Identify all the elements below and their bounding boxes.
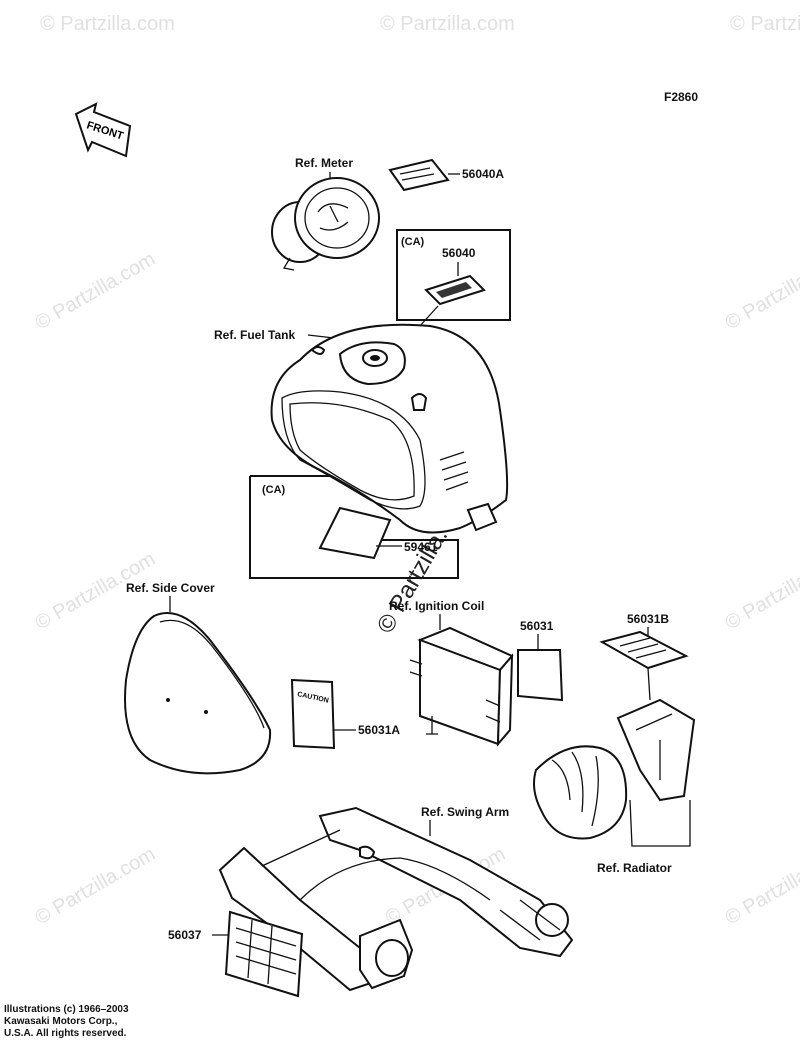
swing-arm-illustration: Ref. Swing Arm — [218, 805, 574, 992]
ref-fuel-tank-label: Ref. Fuel Tank — [214, 328, 295, 342]
watermark: © Partzilla.com — [722, 548, 800, 634]
sticker-56031: 56031 — [517, 619, 564, 702]
watermark: © Partzilla.com — [722, 248, 800, 334]
ca-box-59461: (CA) 59461 — [249, 475, 459, 579]
radiator-illustration: Ref. Radiator — [533, 698, 696, 875]
part-56040-label: 56040 — [442, 246, 476, 260]
side-cover-illustration: Ref. Side Cover — [124, 581, 272, 775]
ref-swing-arm-label: Ref. Swing Arm — [421, 805, 509, 819]
part-56031b-label: 56031B — [627, 612, 669, 626]
meter-illustration: Ref. Meter — [271, 156, 380, 271]
ca-box-56040: (CA) 56040 — [396, 229, 511, 349]
part-59461-label: 59461 — [404, 540, 438, 554]
watermark: © Partzilla.com — [32, 248, 160, 334]
watermark: © Partzilla.com — [40, 13, 175, 35]
part-56031a-label: 56031A — [358, 723, 400, 737]
sticker-56031a: CAUTION 56031A — [290, 678, 400, 750]
sticker-56037: 56037 — [168, 910, 304, 998]
watermark: © Partzilla.com — [380, 13, 515, 35]
ignition-coil-illustration: Ref. Ignition Coil — [389, 599, 514, 747]
part-56031-label: 56031 — [520, 619, 554, 633]
figure-code: F2860 — [664, 90, 698, 104]
ref-meter-label: Ref. Meter — [295, 156, 353, 170]
sticker-56040a: 56040A — [388, 158, 504, 192]
watermark: © Partzilla.com — [722, 843, 800, 929]
copyright-line-2: Kawasaki Motors Corp., — [4, 1016, 118, 1027]
fuel-tank-illustration: Ref. Fuel Tank — [214, 323, 509, 534]
ca-label-2: (CA) — [262, 484, 286, 496]
ca-label-1: (CA) — [401, 236, 425, 248]
front-arrow: FRONT — [74, 102, 132, 158]
copyright-line-1: Illustrations (c) 1966–2003 — [4, 1004, 129, 1015]
part-56040a-label: 56040A — [462, 167, 504, 181]
copyright-notice: Illustrations (c) 1966–2003 Kawasaki Mot… — [4, 1004, 129, 1040]
ref-ignition-coil-label: Ref. Ignition Coil — [389, 599, 484, 613]
part-56037-label: 56037 — [168, 928, 202, 942]
ref-side-cover-label: Ref. Side Cover — [126, 581, 215, 595]
copyright-line-3: U.S.A. All rights reserved. — [4, 1028, 127, 1039]
sticker-56031b: 56031B — [599, 612, 689, 701]
ref-radiator-label: Ref. Radiator — [597, 861, 672, 875]
watermark: © Partzilla.com — [32, 843, 160, 929]
watermark: © Partzilla.com — [730, 13, 800, 35]
